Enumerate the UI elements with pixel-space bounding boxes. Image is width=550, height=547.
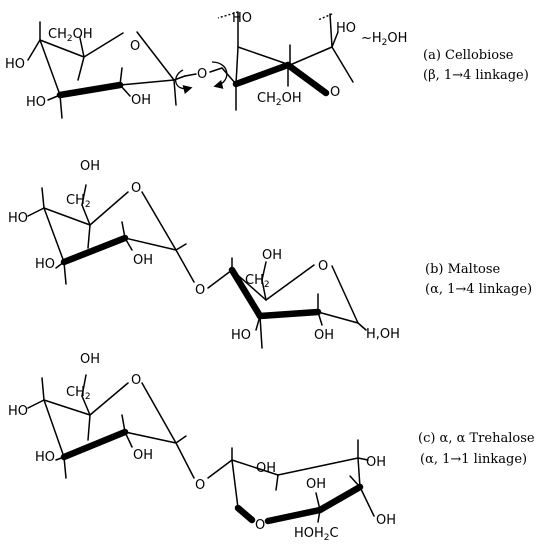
ring-oxygen: O (131, 181, 141, 196)
hydroxyl-label: OH (80, 352, 100, 367)
hydroxyl-label: HO (5, 57, 25, 72)
trehalose-ring-left (27, 374, 195, 479)
trehalose-ring-right (207, 439, 375, 525)
cellobiose-structure: O O CH2OH HO HO OH HO HO O CH2OH ~H2OH (5, 11, 407, 119)
caption-trehalose-linkage: (α, 1→1 linkage) (420, 452, 527, 467)
caption-trehalose: (c) α, α Trehalose (418, 431, 535, 446)
hydroxyl-label: OH (366, 455, 386, 470)
ring-oxygen: O (318, 259, 328, 274)
caption-cellobiose: (a) Cellobiose (423, 48, 514, 63)
hydroxyl-label: OH (314, 328, 334, 343)
ch2-label: CH2 (66, 193, 91, 210)
hydroxyl-label: OH (262, 248, 282, 263)
hydroxyl-label: HO (336, 21, 356, 36)
rotation-arrow-right (211, 61, 228, 89)
hydroxyl-label: HO (26, 95, 46, 110)
rotation-arrow-left (175, 69, 193, 94)
hydroxyl-label: OH (133, 253, 153, 268)
caption-maltose-linkage: (α, 1→4 linkage) (425, 282, 532, 297)
hydroxyl-label: HO (8, 404, 28, 419)
cellobiose-ring-right (217, 11, 354, 111)
ch2oh-label: CH2OH (48, 27, 93, 44)
ch2-label: CH2 (66, 385, 91, 402)
hydroxyl-label: OH (80, 159, 100, 174)
caption-maltose: (b) Maltose (425, 262, 501, 277)
water-label: ~H2OH (361, 31, 407, 48)
maltose-ring-right (207, 257, 367, 349)
ch2-label: CH2 (245, 273, 270, 290)
caption-cellobiose-linkage: (β, 1→4 linkage) (423, 68, 529, 83)
hydroxyl-label: HO (35, 450, 55, 465)
glycosidic-oxygen: O (195, 478, 205, 493)
maltose-ring-left (27, 184, 195, 285)
ch2oh-label: CH2OH (257, 91, 302, 108)
ring-oxygen: O (131, 373, 141, 388)
hydroxyl-label: OH (131, 93, 151, 108)
hydroxyl-label: HO (8, 211, 28, 226)
glycosidic-oxygen: O (195, 283, 205, 298)
hydroxyl-label: HO (232, 11, 252, 26)
cellobiose-ring-left (27, 21, 186, 119)
anomeric-label: H,OH (366, 327, 400, 342)
ring-oxygen: O (255, 518, 265, 533)
trehalose-structure: O O O OH CH2 HO HO OH OH OH OH OH HOH2C (8, 352, 396, 543)
hydroxyl-label: HO (231, 328, 251, 343)
hydroxyl-label: OH (256, 461, 276, 476)
hydroxyl-label: HO (35, 257, 55, 272)
hydroxyl-label: OH (376, 513, 396, 528)
hydroxyl-label: OH (306, 477, 326, 492)
ring-oxygen: O (330, 85, 340, 100)
hydroxyl-label: OH (133, 448, 153, 463)
glycosidic-oxygen: O (197, 67, 207, 82)
captions: (a) Cellobiose (β, 1→4 linkage) (b) Malt… (418, 48, 535, 467)
maltose-structure: O O O OH CH2 HO HO OH OH CH2 HO OH H,OH (8, 159, 400, 349)
ring-oxygen: O (130, 39, 140, 54)
hoh2c-label: HOH2C (294, 526, 339, 543)
